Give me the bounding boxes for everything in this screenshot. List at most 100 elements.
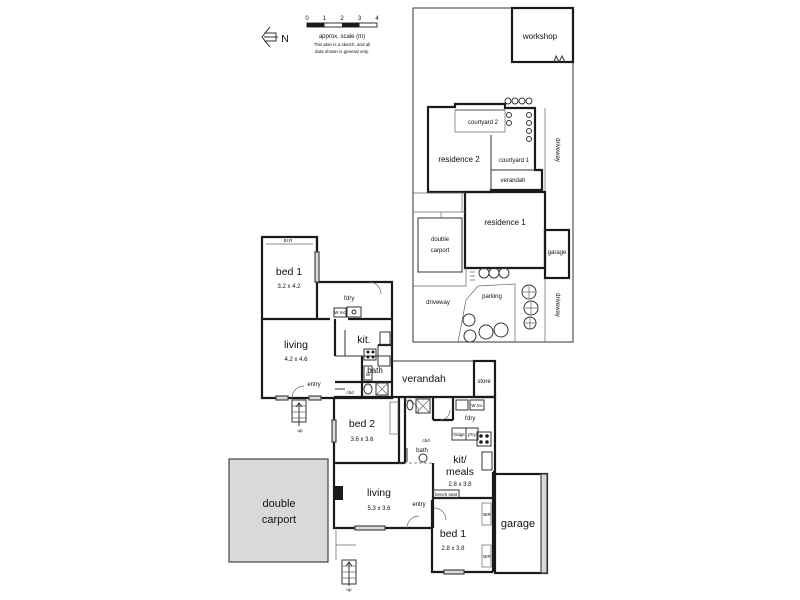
residence-1-plan: BI.R bed 1 3.2 x 4.2 l'dry W mc kit. liv… — [260, 235, 394, 433]
trees-icon — [462, 267, 539, 343]
scale-tick-3: 3 — [358, 16, 362, 22]
res1-sink-icon — [377, 355, 391, 367]
res2-bed1-robe-1 — [481, 502, 492, 526]
res1-bed1-size: 3.2 x 4.2 — [277, 284, 301, 290]
res2-bed1-door-icon — [433, 507, 447, 521]
res1-bed1-label: bed 1 — [276, 266, 302, 278]
res1-up-label: up — [297, 428, 303, 433]
res2-double-carport — [228, 458, 329, 563]
residence-1-building — [463, 190, 547, 270]
res2-shower-icon — [415, 398, 431, 414]
res2-basin-icon — [418, 453, 428, 463]
site-carport — [417, 217, 463, 273]
scale-tick-0: 0 — [305, 16, 309, 22]
res1-toilet-icon — [363, 383, 373, 395]
res2-pantry-label: p'try — [468, 432, 477, 437]
scale-bar: 0 1 2 3 4 — [305, 16, 379, 28]
res2-bed2-robe — [389, 401, 399, 435]
res2-ldry-label: l'dry — [465, 416, 476, 422]
site-carport-label-1: double — [431, 237, 450, 243]
res1-bed1-window — [314, 251, 320, 283]
res2-entry-door-icon — [406, 515, 420, 529]
res2-bench-seat-label: bench seat — [435, 492, 458, 497]
res2-garage-door — [540, 473, 548, 574]
res2-bed1-label: bed 1 — [440, 528, 466, 540]
driveway-right-label: driveway — [554, 138, 560, 162]
res2-bir-label-1: BIR — [483, 512, 491, 517]
res1-shower-icon — [375, 382, 389, 396]
driveway-bottom-label: driveway — [554, 293, 560, 317]
res1-entry-steps — [291, 399, 307, 426]
res2-bench-seat — [432, 489, 460, 499]
res2-garage-label: garage — [501, 518, 535, 530]
scale-caption: approx. scale (m) — [319, 34, 365, 40]
res1-trough-icon — [346, 306, 362, 318]
courtyard-2-label: courtyard 2 — [468, 120, 499, 126]
res1-lin-label: lin — [366, 372, 371, 377]
site-verandah-label: verandah — [500, 178, 525, 184]
site-plan: workshop courtyard 2 residence 2 courtya… — [412, 6, 575, 343]
workshop-door-icon — [553, 54, 566, 64]
north-label: N — [281, 33, 289, 45]
disclaimer-line-1: This plan is a sketch, and all — [314, 42, 371, 47]
res1-bath-label: bath — [367, 366, 383, 375]
res2-bed2-size: 3.6 x 3.6 — [350, 437, 374, 443]
res2-cbd-label: cbd — [422, 438, 430, 443]
res2-kit-label-1: kit/ — [453, 454, 467, 466]
res2-bed1-robe-2 — [481, 544, 492, 568]
res1-ldry-door-icon — [368, 281, 382, 295]
res1-bir-label: BI.R — [284, 238, 294, 243]
res2-up-label: up — [346, 587, 352, 592]
legend: 0 1 2 3 4 approx. scale (m) This plan is… — [261, 16, 379, 54]
res1-cbd-label: cbd — [346, 390, 354, 395]
res1-living-label: living — [284, 339, 308, 351]
res2-toilet-icon — [406, 399, 414, 411]
parking-label: parking — [482, 294, 502, 300]
scale-tick-1: 1 — [323, 16, 327, 22]
site-garage-label: garage — [548, 250, 567, 256]
site-garage — [543, 228, 571, 280]
res1-wm-label: W mc — [334, 310, 346, 315]
res2-living-label: living — [367, 487, 391, 499]
workshop-building — [510, 6, 575, 64]
residence-2-plan: verandah store bed 2 3.6 x 3.6 bath cbd … — [228, 359, 549, 592]
scale-bar-seg-3 — [342, 23, 360, 27]
res2-living-size: 5.3 x 3.6 — [367, 506, 391, 512]
res2-carport-label-2: carport — [262, 514, 296, 526]
res2-entry-steps — [335, 530, 357, 586]
res1-kit-label: kit. — [357, 334, 370, 346]
courtyard-1-label: courtyard 1 — [499, 158, 530, 164]
res1-entry-door-icon — [291, 385, 305, 399]
site-carport-label-2: carport — [431, 248, 450, 254]
res2-store-label: store — [477, 379, 491, 385]
res2-wm-label: W mc — [471, 403, 483, 408]
res1-entry-label: entry — [307, 382, 320, 388]
res1-cooktop-icon — [363, 348, 377, 361]
res2-kit-size: 2.8 x 3.8 — [448, 482, 472, 488]
res2-kit-label-2: meals — [446, 466, 474, 478]
driveway-left-label: driveway — [426, 300, 450, 306]
north-arrow-icon — [261, 26, 278, 48]
res2-entry-label: entry — [412, 502, 425, 508]
scale-bar-seg-1 — [307, 23, 325, 27]
res2-bed1-size: 2.8 x 3.8 — [441, 546, 465, 552]
residence-2-label: residence 2 — [438, 155, 480, 164]
site-boundary — [412, 7, 574, 343]
res2-sink-icon — [481, 451, 493, 471]
res2-carport-label-1: double — [262, 498, 295, 510]
scale-tick-4: 4 — [375, 16, 379, 22]
res1-lin-cabinet — [363, 365, 373, 381]
res2-cooktop-icon — [476, 431, 492, 447]
res1-living-size: 4.2 x 4.6 — [284, 357, 308, 363]
res2-pantry-box — [465, 427, 479, 441]
residence-1-label: residence 1 — [484, 218, 526, 227]
res2-bir-label-2: BIR — [483, 554, 491, 559]
shrubs-icon — [504, 97, 533, 142]
res2-bed2-door-icon — [404, 399, 420, 415]
res2-verandah-label: verandah — [402, 373, 446, 385]
disclaimer-line-2: data shown is general only. — [315, 49, 369, 54]
res2-trough-icon — [455, 399, 469, 411]
res1-fridge-icon — [379, 331, 391, 346]
res2-fireplace-icon — [333, 486, 343, 500]
